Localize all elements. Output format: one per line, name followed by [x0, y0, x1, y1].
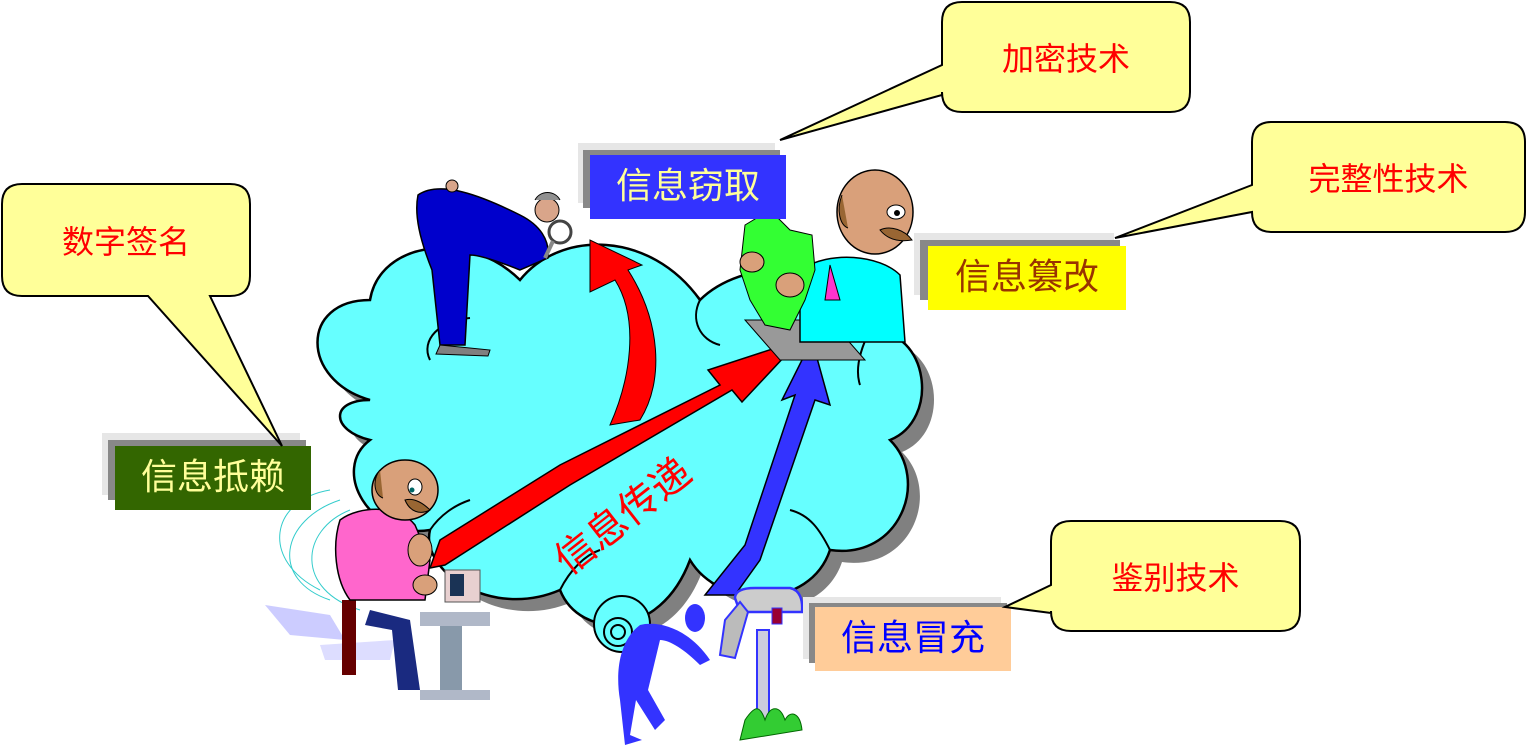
label-interception: 信息窃取: [590, 155, 786, 219]
callout-authentication: 鉴别技术: [1111, 559, 1240, 597]
red-branch-arrow: [589, 239, 657, 426]
callout-encryption-bubble: [779, 1, 1191, 141]
callout-authentication-bubble: [1001, 520, 1301, 632]
impersonator-figure: [618, 586, 804, 745]
callout-integrity-bubble: [1114, 121, 1526, 239]
sender-figure: [265, 459, 490, 700]
label-repudiation: 信息抵赖: [115, 446, 311, 510]
eavesdropper-figure: [416, 179, 573, 357]
label-tampering: 信息篡改: [928, 246, 1126, 310]
callout-encryption: 加密技术: [1001, 40, 1130, 78]
receiver-figure: [739, 169, 914, 361]
blue-impersonation-arrow: [703, 337, 832, 596]
callout-signature-bubble: [1, 183, 283, 447]
callout-signature: 数字签名: [61, 223, 190, 261]
label-impersonation: 信息冒充: [815, 607, 1011, 671]
callout-integrity: 完整性技术: [1308, 160, 1469, 198]
